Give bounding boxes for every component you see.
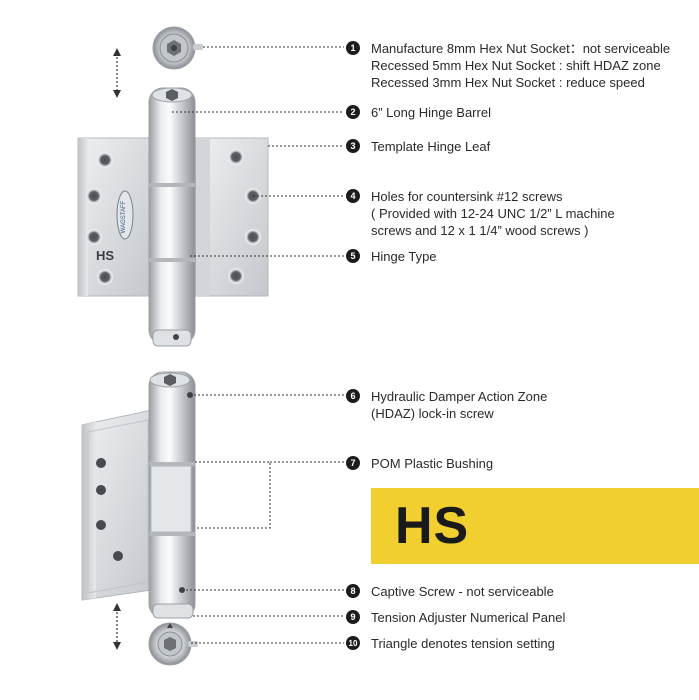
callout-text: Recessed 3mm Hex Nut Socket : reduce spe… [371, 75, 645, 90]
top-end-cap-icon [152, 26, 203, 70]
callout-number: 5 [346, 249, 360, 263]
upper-left-leaf: WAGSTAFF HS [77, 137, 151, 297]
top-motion-arrow-icon [113, 48, 121, 98]
bottom-motion-arrow-icon [113, 603, 121, 650]
brand-logo-text: WAGSTAFF [121, 200, 127, 233]
brand-logo-icon: WAGSTAFF [116, 190, 134, 240]
callout-1: 1 Manufacture 8mm Hex Nut Socket：not ser… [346, 40, 670, 91]
callout-text: screws and 12 x 1 1/4” wood screws ) [371, 223, 589, 238]
callout-text: ( Provided with 12-24 UNC 1/2” L machine [371, 206, 615, 221]
lower-barrel [148, 371, 196, 619]
callout-number: 1 [346, 41, 360, 55]
callout-number: 9 [346, 610, 360, 624]
callout-6: 6 Hydraulic Damper Action Zone (HDAZ) lo… [346, 388, 547, 422]
bottom-tension-dial-icon [148, 622, 198, 666]
callout-text: Tension Adjuster Numerical Panel [371, 610, 566, 625]
callout-text: Template Hinge Leaf [371, 139, 491, 154]
hinge-type-banner: HS [371, 488, 699, 564]
callout-number: 2 [346, 105, 360, 119]
callout-8: 8 Captive Screw - not serviceable [346, 583, 554, 600]
callout-text: POM Plastic Bushing [371, 456, 494, 471]
callout-text: Recessed 5mm Hex Nut Socket : shift HDAZ… [371, 58, 661, 73]
callout-number: 7 [346, 456, 360, 470]
callout-text: Triangle denotes tension setting [371, 636, 555, 651]
callout-5: 5 Hinge Type [346, 248, 437, 265]
callout-4: 4 Holes for countersink #12 screws ( Pro… [346, 188, 615, 239]
callout-text: Holes for countersink #12 screws [371, 189, 563, 204]
hinge-type-banner-text: HS [395, 497, 470, 555]
callout-number: 3 [346, 139, 360, 153]
callout-7: 7 POM Plastic Bushing [346, 455, 493, 472]
callout-number: 4 [346, 189, 360, 203]
callout-text: Hinge Type [371, 249, 437, 264]
upper-barrel [148, 87, 196, 347]
upper-right-leaf [195, 137, 269, 297]
leader-lines [172, 46, 344, 644]
callout-2: 2 6” Long Hinge Barrel [346, 104, 491, 121]
lower-left-leaf [81, 409, 153, 601]
callout-3: 3 Template Hinge Leaf [346, 138, 490, 155]
callout-10: 10 Triangle denotes tension setting [346, 635, 555, 652]
callout-number: 8 [346, 584, 360, 598]
callout-text: Captive Screw - not serviceable [371, 584, 554, 599]
callout-9: 9 Tension Adjuster Numerical Panel [346, 609, 565, 626]
callout-text: Manufacture 8mm Hex Nut Socket：not servi… [371, 41, 671, 56]
callout-number: 6 [346, 389, 360, 403]
callout-text: Hydraulic Damper Action Zone [371, 389, 548, 404]
callout-number: 10 [346, 636, 360, 650]
callout-text: 6” Long Hinge Barrel [371, 105, 491, 120]
callout-text: (HDAZ) lock-in screw [371, 406, 494, 421]
hinge-leaf-label: HS [96, 248, 114, 263]
